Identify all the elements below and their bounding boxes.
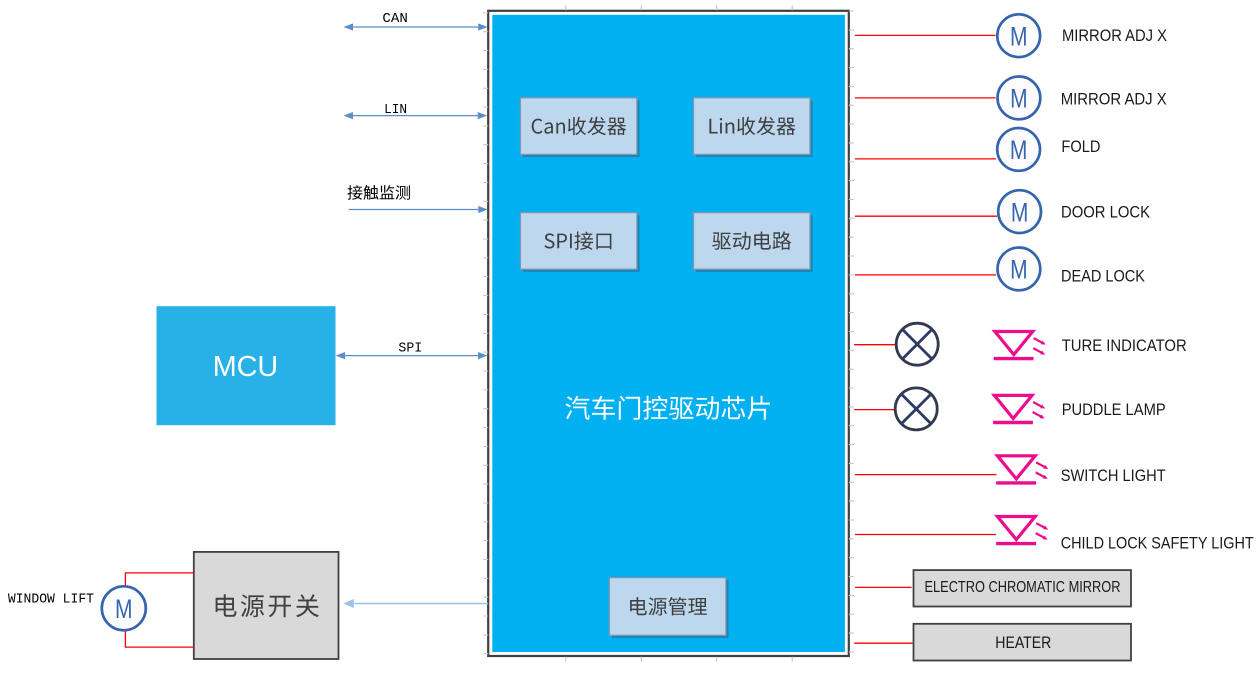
svg-text:M: M bbox=[115, 594, 133, 624]
svg-text:ELECTRO CHROMATIC MIRROR: ELECTRO CHROMATIC MIRROR bbox=[925, 579, 1121, 596]
svg-text:LIN: LIN bbox=[384, 102, 407, 118]
svg-text:SWITCH LIGHT: SWITCH LIGHT bbox=[1061, 467, 1166, 485]
svg-text:M: M bbox=[1010, 84, 1028, 114]
svg-text:MCU: MCU bbox=[213, 351, 279, 383]
svg-text:HEATER: HEATER bbox=[995, 634, 1051, 652]
svg-text:M: M bbox=[1010, 255, 1028, 285]
svg-text:PUDDLE LAMP: PUDDLE LAMP bbox=[1062, 401, 1166, 419]
svg-text:M: M bbox=[1010, 135, 1028, 165]
svg-text:TURE INDICATOR: TURE INDICATOR bbox=[1062, 337, 1187, 355]
svg-text:M: M bbox=[1010, 22, 1027, 52]
svg-text:MIRROR ADJ X: MIRROR ADJ X bbox=[1062, 27, 1167, 45]
svg-text:CHILD LOCK SAFETY LIGHT: CHILD LOCK SAFETY LIGHT bbox=[1061, 535, 1254, 553]
svg-text:SPI: SPI bbox=[398, 340, 422, 356]
svg-text:MIRROR ADJ X: MIRROR ADJ X bbox=[1061, 91, 1167, 109]
svg-text:FOLD: FOLD bbox=[1061, 138, 1100, 156]
svg-text:WINDOW LIFT: WINDOW LIFT bbox=[8, 593, 94, 608]
svg-text:DEAD LOCK: DEAD LOCK bbox=[1061, 268, 1145, 286]
svg-text:CAN: CAN bbox=[382, 11, 407, 27]
svg-text:M: M bbox=[1011, 197, 1029, 227]
svg-text:DOOR LOCK: DOOR LOCK bbox=[1061, 204, 1150, 222]
